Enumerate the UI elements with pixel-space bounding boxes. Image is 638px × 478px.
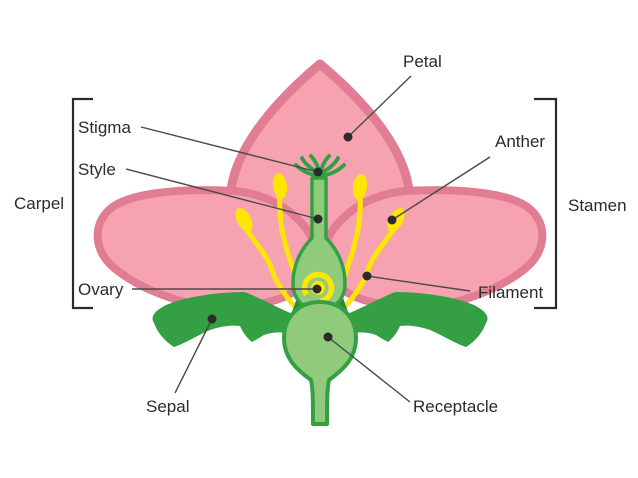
label-carpel: Carpel: [14, 194, 65, 213]
label-anther: Anther: [495, 132, 546, 151]
label-filament: Filament: [478, 283, 544, 302]
petal-leader-line: [347, 75, 412, 138]
label-sepal: Sepal: [146, 397, 190, 416]
anther-leader-line: [391, 156, 491, 221]
petal-dot: [343, 132, 353, 142]
ovary-dot: [312, 284, 322, 294]
left-sepal-shape: [152, 292, 295, 347]
right-sepal-shape: [345, 292, 488, 347]
left-outer-anther: [235, 208, 253, 232]
receptacle-stem-shape: [282, 300, 358, 426]
right-outer-filament: [332, 225, 397, 321]
receptacle-dot: [323, 332, 333, 342]
anther-dot: [387, 215, 397, 225]
stigma-leader-line: [140, 126, 319, 173]
label-stigma: Stigma: [78, 118, 131, 137]
left-inner-anther: [272, 173, 288, 199]
receptacle-leader-line: [327, 336, 411, 403]
label-ovary: Ovary: [78, 280, 124, 299]
sepal-dot: [207, 314, 217, 324]
style-dot: [313, 214, 323, 224]
filament-leader-line: [366, 275, 471, 292]
label-stamen: Stamen: [568, 196, 627, 215]
label-petal: Petal: [403, 52, 442, 71]
filament-dot: [362, 271, 372, 281]
left-outer-filament: [243, 225, 308, 321]
style-leader-line: [125, 168, 319, 220]
stigma-dot: [313, 167, 323, 177]
label-style: Style: [78, 160, 116, 179]
carpel-bracket: [71, 97, 93, 310]
right-inner-anther: [352, 174, 368, 200]
sepal-leader-line: [174, 318, 213, 394]
ovule-spiral-ring: [301, 271, 335, 305]
stamen-bracket: [534, 97, 558, 310]
label-receptacle: Receptacle: [413, 397, 499, 416]
